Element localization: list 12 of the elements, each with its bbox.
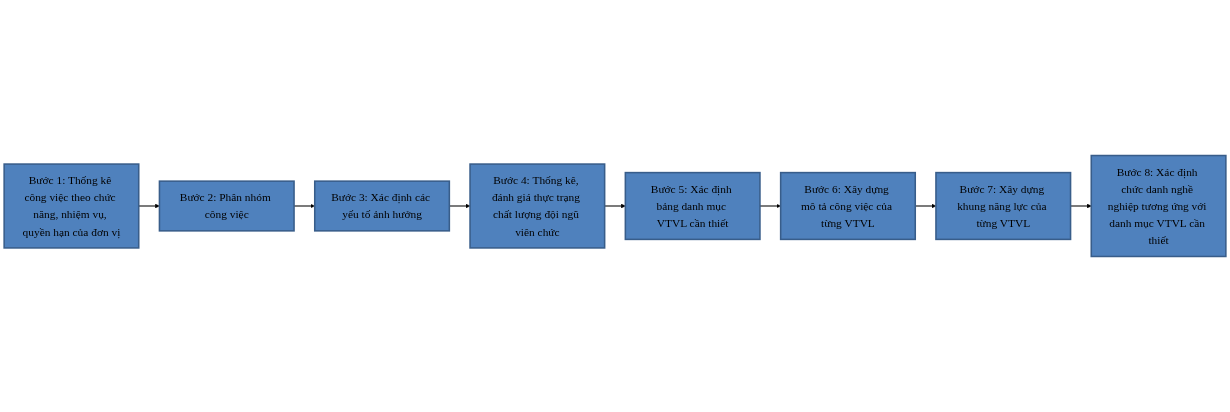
node-box: Bước 4: Thống kê, đánh giá thực trạng chất lượng đội ngũ viên chức <box>469 163 606 249</box>
node-box: Bước 8: Xác định chức danh nghề nghiệp tương ứng với danh mục VTVL cần thiết <box>1090 154 1227 258</box>
arrow <box>759 203 781 209</box>
node-box: Bước 6: Xây dựng mô tả công việc của từng VTVL <box>779 171 917 241</box>
node-box: Bước 3: Xác định các yếu tố ảnh hưởng <box>313 180 451 232</box>
arrow <box>604 203 626 209</box>
arrow <box>138 203 160 209</box>
node-box: Bước 2: Phân nhóm công việc <box>158 180 295 232</box>
arrow <box>1070 203 1092 209</box>
node-box: Bước 5: Xác định bảng danh mục VTVL cần thiết <box>624 171 761 241</box>
node-box: Bước 1: Thống kê công việc theo chức năng, nhiệm vụ, quyền hạn của đơn vị <box>3 163 140 249</box>
node-box: Bước 7: Xây dựng khung năng lực của từng VTVL <box>935 171 1072 241</box>
